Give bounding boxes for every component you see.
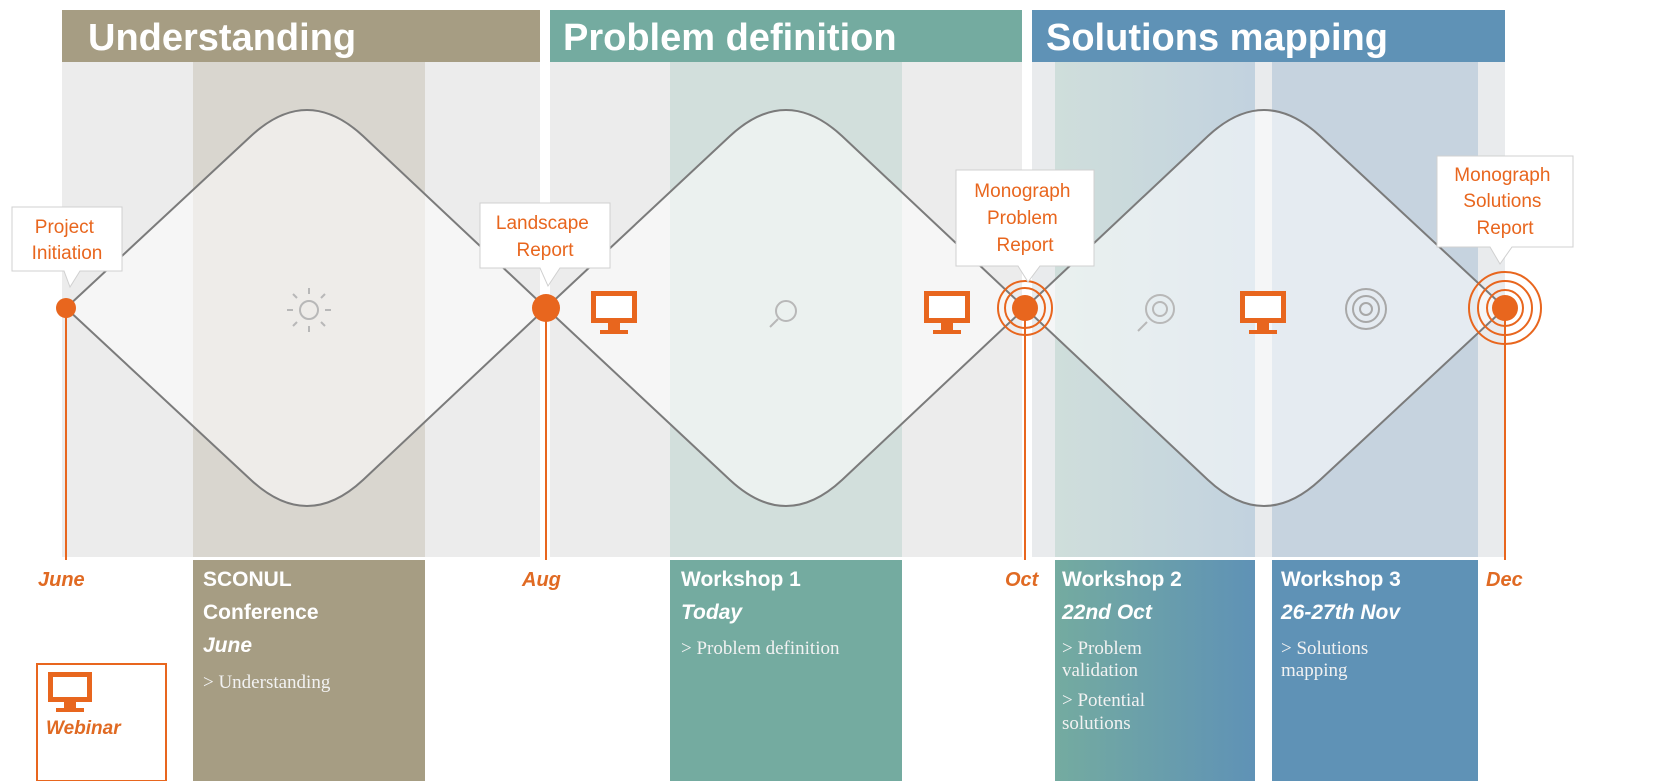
month-labels: June Aug Oct Dec: [38, 569, 1523, 591]
callout-monograph-problem-report: Monograph Problem Report: [955, 169, 1095, 283]
svg-text:Project Initiation: Project Initiation: [32, 217, 103, 264]
callout-line: Report: [1476, 218, 1534, 239]
event-description: > Solutions: [1281, 638, 1368, 659]
event-description: validation: [1062, 660, 1138, 681]
event-description: > Problem: [1062, 638, 1142, 659]
event-description: > Problem definition: [681, 638, 840, 659]
magnifier-icon: [769, 300, 797, 328]
legend-label: Webinar: [46, 718, 122, 739]
phase-header-solutions-mapping: Solutions mapping: [1032, 10, 1505, 62]
callout-landscape-report: Landscape Report: [479, 202, 611, 288]
event-box-workshop-2: Workshop 2 22nd Oct > Problem validation…: [1055, 560, 1255, 781]
callout-monograph-solutions-report: Monograph Solutions Report: [1436, 155, 1574, 265]
callout-line: Solutions: [1463, 191, 1541, 212]
monitor-icon: [1240, 291, 1286, 334]
callout-line: Problem: [987, 208, 1058, 229]
phase-title-problem-definition: Problem definition: [563, 17, 897, 59]
event-date: 26-27th Nov: [1280, 601, 1401, 624]
diamond-outlines: [64, 109, 1507, 507]
phase-header-understanding: Understanding: [62, 10, 540, 62]
timeline-lines: [65, 308, 1506, 560]
legend-webinar: Webinar: [36, 663, 167, 781]
callout-line: Report: [996, 235, 1054, 256]
event-title: Workshop 3: [1281, 568, 1401, 591]
callout-line: Project: [35, 217, 95, 238]
target-search-icon: [1137, 294, 1175, 332]
milestone-marker-icon: [1468, 271, 1542, 345]
phase-title-understanding: Understanding: [88, 17, 356, 59]
event-title: Workshop 2: [1062, 568, 1182, 591]
monitor-icon: [591, 291, 637, 334]
month-label: Oct: [1005, 569, 1040, 591]
svg-text:Monograph Solutions: Monograph Solutions Report: [1454, 165, 1555, 239]
milestone-marker-icon: [997, 280, 1053, 336]
callout-line: Monograph: [1454, 165, 1550, 186]
event-box-sconul: SCONUL Conference June > Understanding: [193, 560, 425, 781]
event-box-workshop-3: Workshop 3 26-27th Nov > Solutions mappi…: [1272, 560, 1478, 781]
phase-headers: Understanding Problem definition Solutio…: [62, 10, 1505, 62]
target-icon: [1345, 288, 1387, 330]
event-description: solutions: [1062, 713, 1131, 734]
event-description: > Potential: [1062, 690, 1145, 711]
callout-line: Report: [516, 240, 574, 261]
phase-title-solutions-mapping: Solutions mapping: [1046, 17, 1388, 59]
phase-header-problem-definition: Problem definition: [550, 10, 1022, 62]
sun-icon: [287, 288, 331, 332]
event-title: SCONUL: [203, 568, 292, 591]
svg-text:Monograph Problem: Monograph Problem Report: [974, 181, 1075, 256]
monitor-icon: [48, 672, 92, 712]
event-date: 22nd Oct: [1061, 601, 1153, 624]
milestone-marker-icon: [56, 298, 76, 318]
callout-line: Initiation: [32, 243, 103, 264]
event-description: mapping: [1281, 660, 1348, 681]
callout-line: Landscape: [496, 213, 589, 234]
callout-line: Monograph: [974, 181, 1070, 202]
monitor-icon: [924, 291, 970, 334]
event-date: Today: [681, 601, 743, 624]
month-label: June: [38, 569, 85, 591]
callout-project-initiation: Project Initiation: [11, 206, 123, 289]
event-box-workshop-1: Workshop 1 Today > Problem definition: [670, 560, 902, 781]
event-title: Workshop 1: [681, 568, 801, 591]
event-description: > Understanding: [203, 672, 331, 693]
month-label: Aug: [521, 569, 561, 591]
event-date: June: [203, 634, 252, 657]
month-label: Dec: [1486, 569, 1523, 591]
event-title-line2: Conference: [203, 601, 319, 624]
svg-text:Landscape Report: Landscape Report: [496, 213, 594, 261]
milestone-marker-icon: [532, 294, 560, 322]
